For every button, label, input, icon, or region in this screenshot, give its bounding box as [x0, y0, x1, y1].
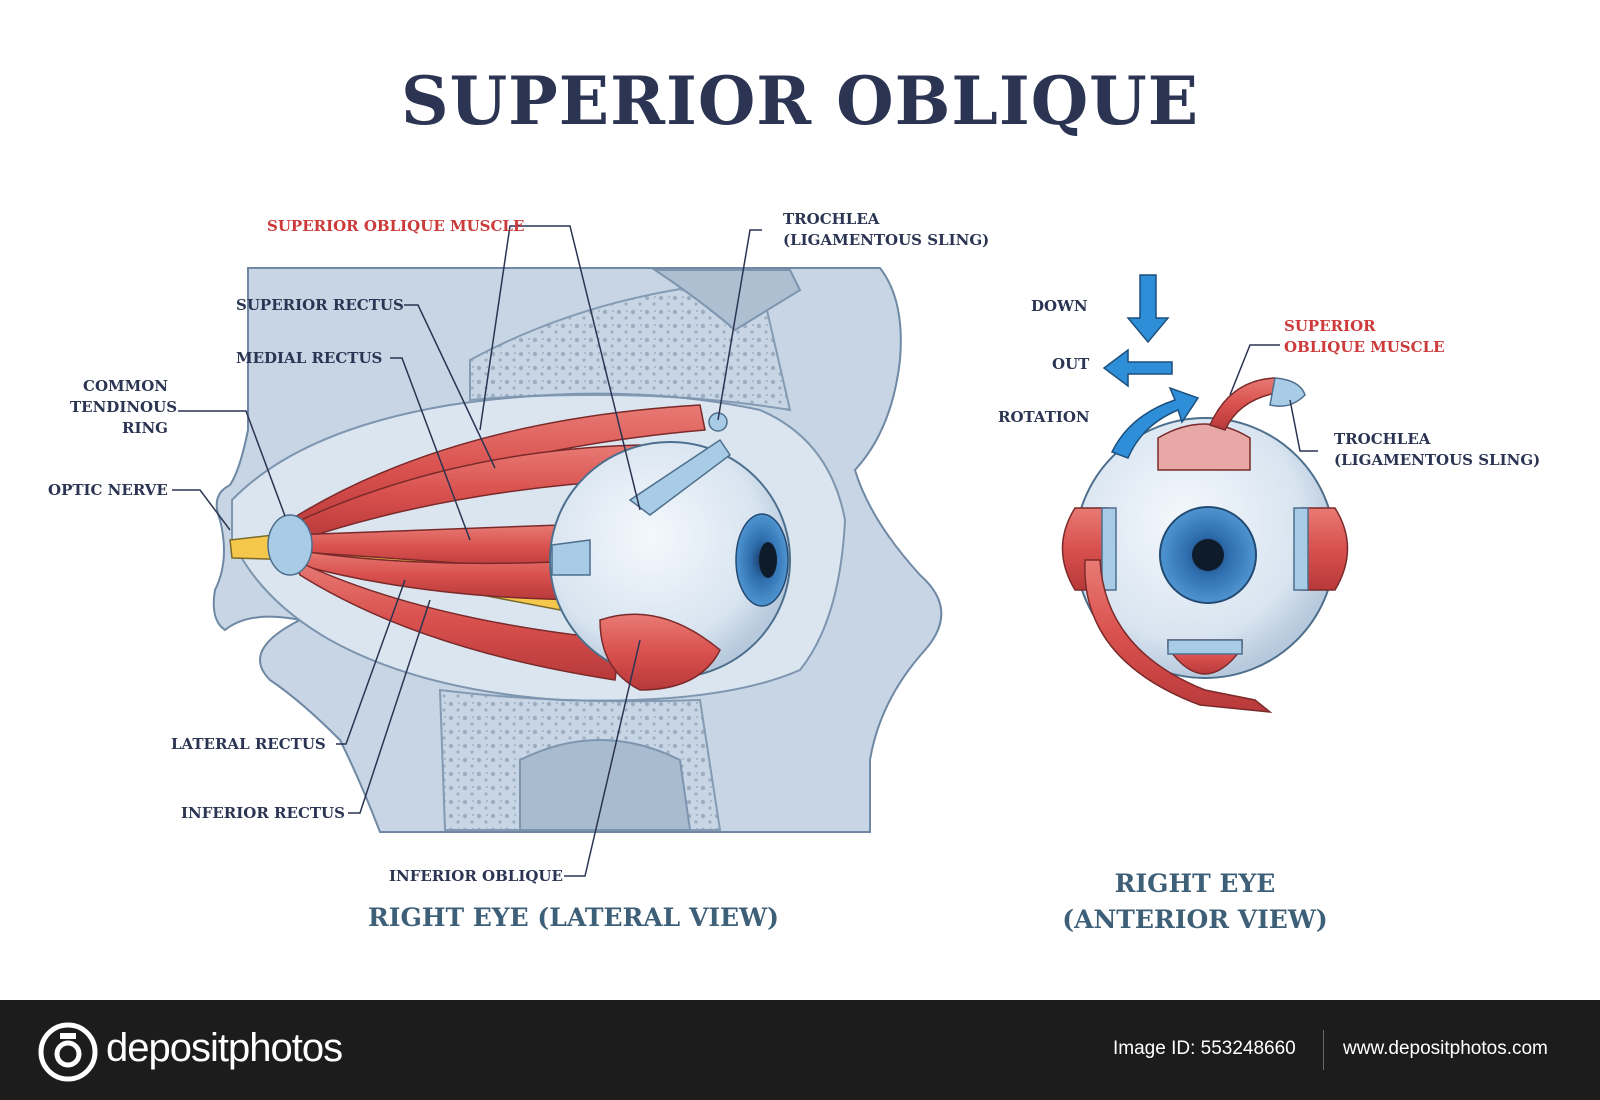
label-superior-oblique-anterior: SUPERIOR OBLIQUE MUSCLE	[1284, 316, 1445, 358]
label-trochlea-anterior-line-2: (LIGAMENTOUS SLING)	[1334, 451, 1541, 469]
label-common-line-3: RING	[121, 419, 168, 437]
label-optic-nerve: OPTIC NERVE	[48, 481, 168, 499]
label-superior-oblique-line-2: OBLIQUE MUSCLE	[1284, 338, 1445, 356]
caption-lateral-view: RIGHT EYE (LATERAL VIEW)	[368, 903, 780, 932]
label-trochlea-anterior: TROCHLEA (LIGAMENTOUS SLING)	[1334, 429, 1540, 471]
arrow-rotation-icon	[1110, 386, 1200, 459]
arrow-out-icon	[1102, 348, 1173, 388]
label-superior-rectus: SUPERIOR RECTUS	[236, 296, 404, 314]
diagram-canvas: SUPERIOR OBLIQUE	[48, 62, 1541, 938]
anatomy-illustration	[172, 225, 1349, 877]
label-trochlea: TROCHLEA (LIGAMENTOUS SLING)	[783, 209, 989, 251]
arrow-down-icon	[1126, 274, 1170, 344]
label-trochlea-line-1: TROCHLEA	[783, 210, 880, 228]
label-rotation: ROTATION	[998, 408, 1090, 426]
label-superior-oblique-muscle: SUPERIOR OBLIQUE MUSCLE	[267, 217, 525, 235]
image-id-text: Image ID: 553248660	[1113, 1038, 1296, 1059]
label-down: DOWN	[1031, 297, 1088, 315]
eyeball-anterior	[1061, 377, 1349, 713]
logo-wordmark[interactable]: depositphotos	[106, 1026, 343, 1070]
caption-anterior-line-1: RIGHT EYE	[1114, 869, 1276, 898]
label-common-line-1: COMMON	[83, 377, 168, 395]
footer-separator	[1323, 1030, 1324, 1070]
page-title: SUPERIOR OBLIQUE	[400, 62, 1200, 140]
label-trochlea-anterior-line-1: TROCHLEA	[1334, 430, 1431, 448]
label-inferior-rectus: INFERIOR RECTUS	[181, 804, 345, 822]
label-common-tendinous-ring: COMMON TENDINOUS RING	[70, 376, 178, 439]
label-out: OUT	[1052, 355, 1090, 373]
eyeball-lateral	[549, 412, 791, 691]
caption-anterior-view: RIGHT EYE (ANTERIOR VIEW)	[1025, 866, 1365, 938]
label-trochlea-line-2: (LIGAMENTOUS SLING)	[783, 231, 990, 249]
caption-anterior-line-2: (ANTERIOR VIEW)	[1062, 905, 1328, 934]
label-inferior-oblique: INFERIOR OBLIQUE	[389, 867, 563, 885]
site-link[interactable]: www.depositphotos.com	[1343, 1038, 1548, 1059]
leader-lines	[172, 225, 1318, 877]
label-lateral-rectus: LATERAL RECTUS	[171, 735, 326, 753]
label-common-line-2: TENDINOUS	[70, 398, 178, 416]
footer-bar: depositphotos Image ID: 553248660 www.de…	[0, 1000, 1600, 1100]
camera-logo-icon[interactable]	[38, 1022, 98, 1082]
label-medial-rectus: MEDIAL RECTUS	[236, 349, 383, 367]
direction-arrows	[1102, 274, 1200, 459]
label-superior-oblique-line-1: SUPERIOR	[1284, 317, 1376, 335]
